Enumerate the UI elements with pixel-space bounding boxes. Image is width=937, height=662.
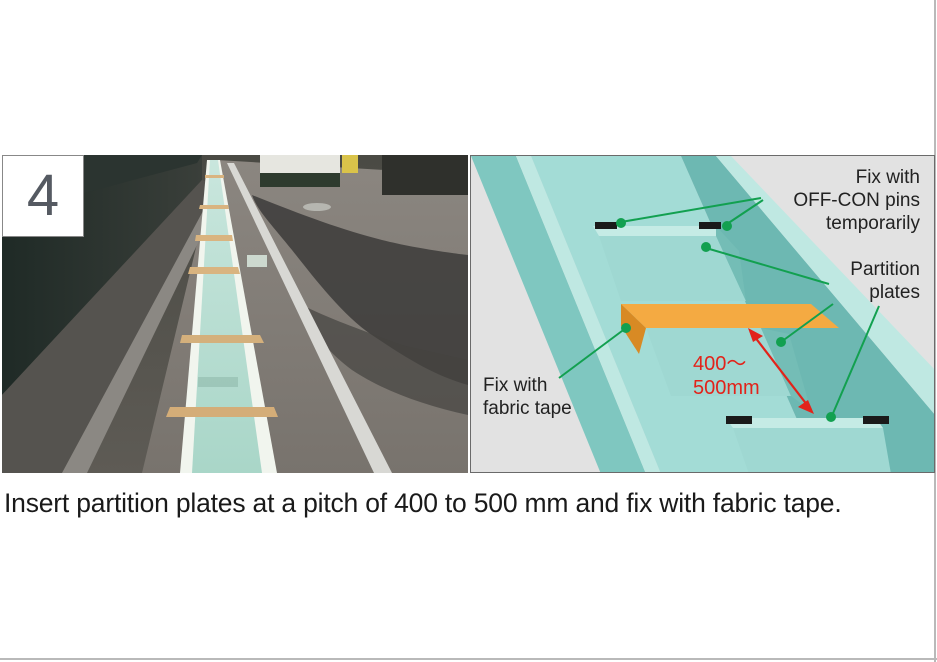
- leader-partition-mid: [780, 303, 834, 343]
- label-pitch-line1: 400～: [693, 353, 747, 375]
- installation-diagram: Fix with OFF-CON pins temporarily Partit…: [470, 155, 935, 473]
- label-partition-plates: Partition plates: [850, 258, 920, 304]
- partition-plate-far-top: [593, 226, 716, 236]
- step-number-box: 4: [2, 155, 84, 237]
- leader-dot-partition-upper: [701, 242, 711, 252]
- pitch-arrow-head-top: [748, 328, 763, 342]
- partition-plate-far-side: [716, 226, 746, 301]
- frame-right-border: [934, 0, 936, 662]
- leader-dot-partition-lower: [826, 412, 836, 422]
- leader-dot-partition-mid: [776, 337, 786, 347]
- rooftop-photo-illustration: [2, 155, 468, 473]
- channel-illustration: [471, 156, 934, 472]
- channel-right-lip: [716, 156, 934, 414]
- label-pins-line1: Fix with: [855, 167, 920, 188]
- off-con-pin-near-right: [863, 416, 889, 424]
- label-fabric-tape: Fix with fabric tape: [483, 374, 572, 420]
- partition-plate-mid-face: [646, 328, 791, 396]
- leader-dot-pin-right: [722, 221, 732, 231]
- leader-partition-lower: [830, 305, 880, 419]
- label-pins-line2: OFF-CON pins: [793, 190, 920, 211]
- site-photo: 4: [2, 155, 468, 473]
- channel-left-lip: [516, 156, 661, 472]
- label-tape-line1: Fix with: [483, 375, 548, 396]
- fabric-tape-fold: [621, 304, 646, 354]
- channel-left-wall: [471, 156, 646, 472]
- pitch-arrow-head-bottom: [798, 400, 814, 414]
- leader-dot-pin-left: [616, 218, 626, 228]
- partition-plate-near-top: [726, 418, 883, 428]
- leader-pin-right: [723, 199, 764, 227]
- fabric-tape-plate: [621, 304, 839, 328]
- label-pins-line3: temporarily: [826, 213, 920, 234]
- off-con-pin-far-right: [699, 222, 721, 229]
- leader-dot-fabric-tape: [621, 323, 631, 333]
- partition-plate-far-face: [599, 236, 746, 301]
- leader-pin-left: [620, 197, 762, 223]
- leader-partition-upper: [705, 247, 830, 285]
- frame-bottom-border: [0, 658, 937, 660]
- label-pitch-line2: 500mm: [693, 377, 760, 399]
- off-con-pin-far-left: [595, 222, 617, 229]
- partition-plate-mid-side: [761, 328, 811, 411]
- label-partition-line2: plates: [869, 282, 920, 303]
- label-partition-line1: Partition: [850, 259, 920, 280]
- step-number: 4: [26, 163, 60, 228]
- off-con-pin-near-left: [726, 416, 752, 424]
- label-tape-line2: fabric tape: [483, 398, 572, 419]
- partition-plate-near-face: [733, 428, 891, 472]
- pitch-dimension-line: [750, 331, 812, 411]
- label-pitch-dimension: 400～ 500mm: [693, 352, 760, 400]
- leader-fabric-tape: [558, 327, 627, 379]
- label-off-con-pins: Fix with OFF-CON pins temporarily: [793, 166, 920, 235]
- instruction-caption: Insert partition plates at a pitch of 40…: [4, 488, 842, 518]
